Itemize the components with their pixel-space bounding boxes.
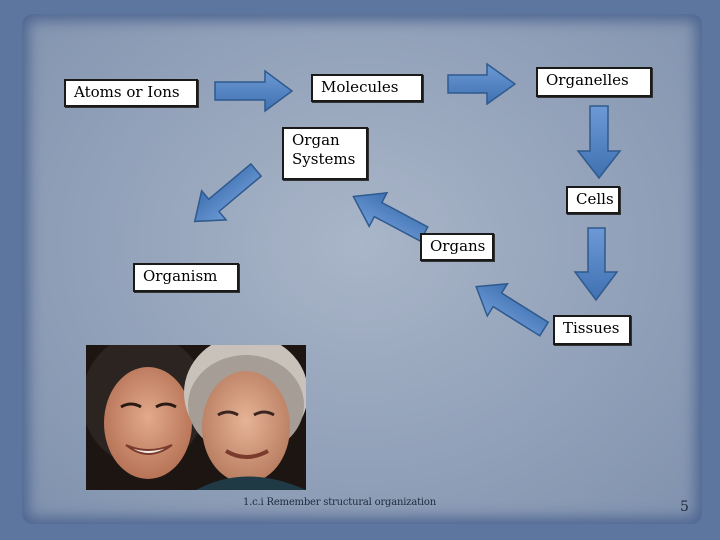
box-cells: Cells <box>566 186 620 214</box>
arrow-organ-systems-to-organism <box>193 162 263 223</box>
box-organs: Organs <box>420 233 494 261</box>
organ-systems-label-line2: Systems <box>292 149 356 168</box>
photo-two-women <box>86 345 306 490</box>
arrow-cells-to-tissues <box>573 227 619 302</box>
box-organ-systems: Organ Systems <box>282 127 368 180</box>
page-number: 5 <box>680 499 689 515</box>
box-molecules: Molecules <box>311 74 423 102</box>
cells-label: Cells <box>576 190 614 208</box>
organs-label: Organs <box>430 237 486 255</box>
arrow-organs-to-organ-systems <box>352 191 429 243</box>
organism-label: Organism <box>143 267 218 285</box>
organ-systems-label-line1: Organ <box>292 131 340 149</box>
arrow-organelles-to-cells <box>576 105 622 180</box>
tissues-label: Tissues <box>563 319 620 337</box>
atoms-label: Atoms or Ions <box>74 83 180 101</box>
box-organism: Organism <box>133 263 239 292</box>
box-organelles: Organelles <box>536 67 652 97</box>
organelles-label: Organelles <box>546 71 629 89</box>
arrow-molecules-to-organelles <box>447 62 517 106</box>
arrow-tissues-to-organs <box>475 282 550 337</box>
box-atoms-or-ions: Atoms or Ions <box>64 79 198 107</box>
arrow-atoms-to-molecules <box>214 69 294 113</box>
molecules-label: Molecules <box>321 78 399 96</box>
photo-illustration <box>86 345 306 490</box>
slide-footer: 1.c.i Remember structural organization <box>243 497 436 508</box>
box-tissues: Tissues <box>553 315 631 345</box>
